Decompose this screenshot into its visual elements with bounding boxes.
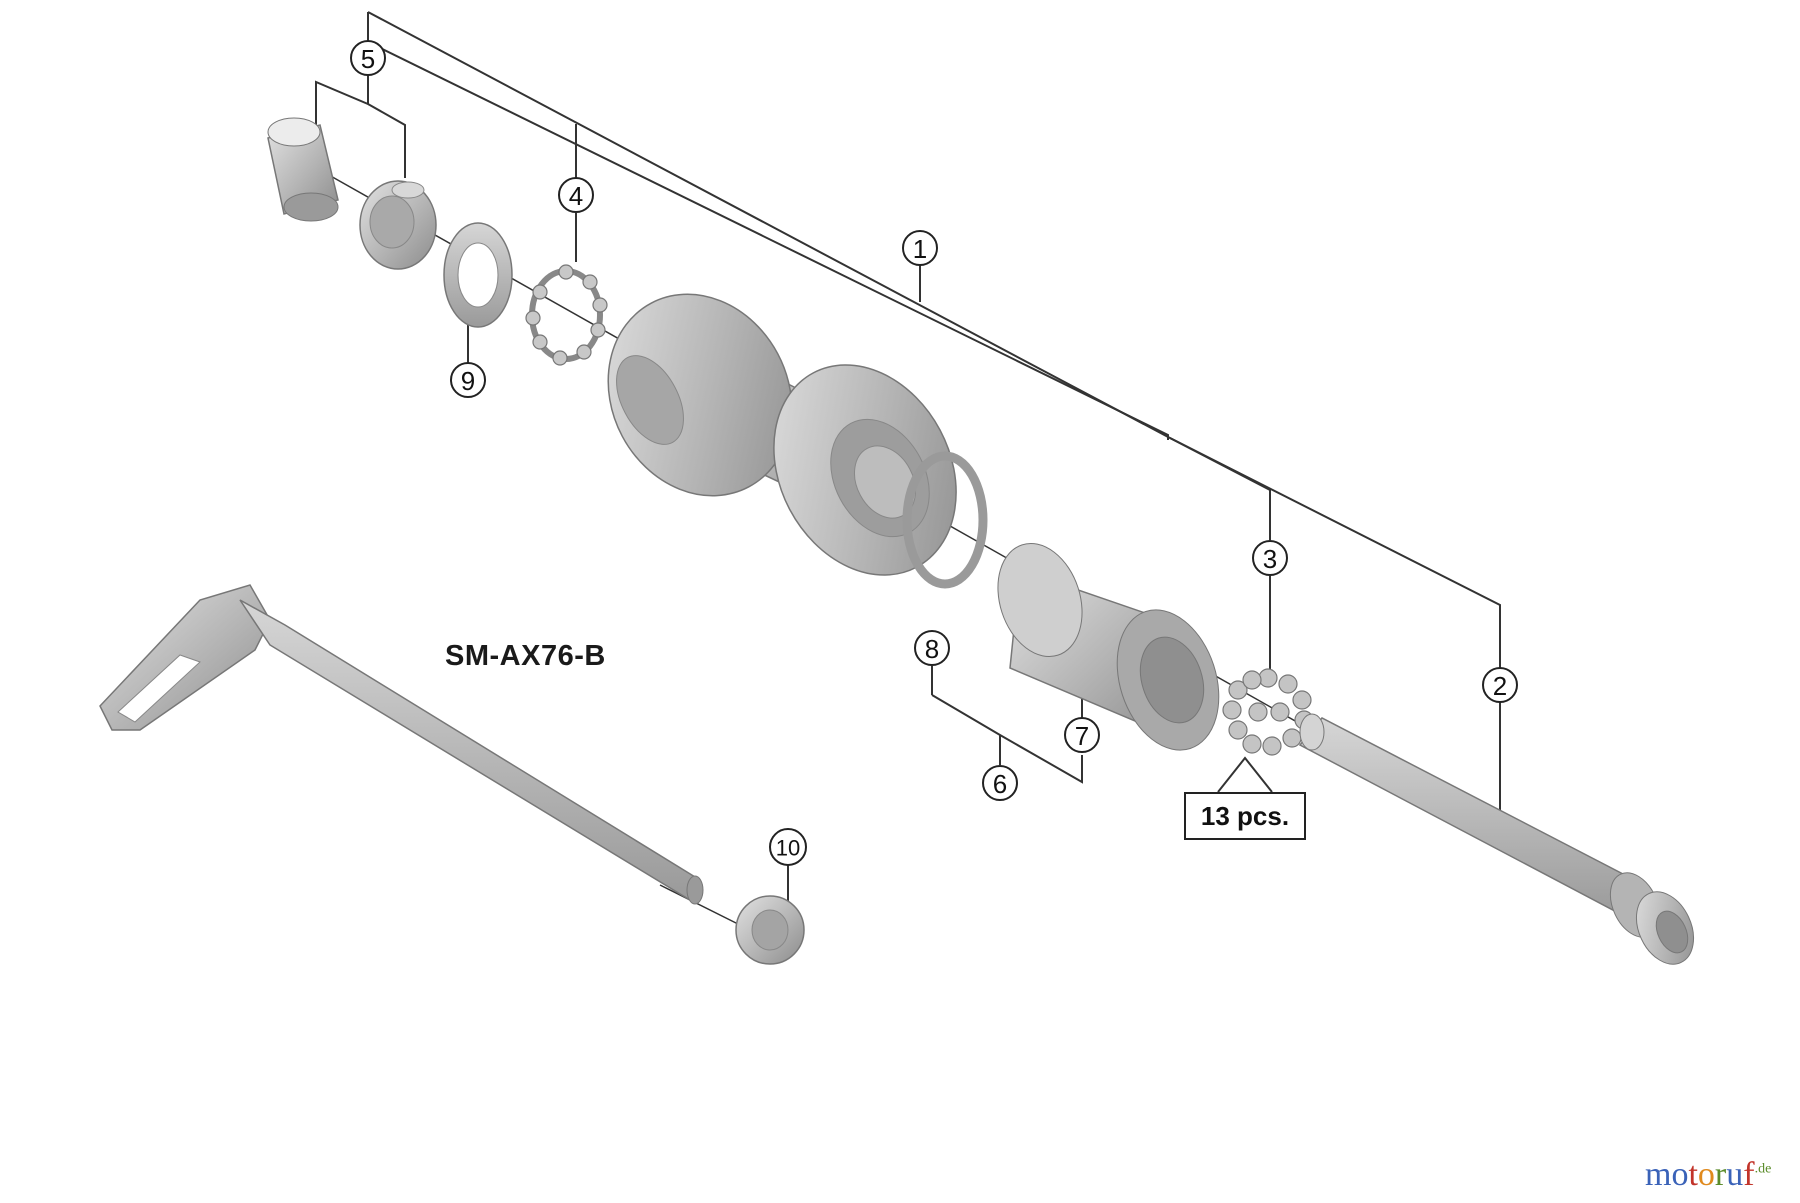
axle-nut-10 bbox=[735, 895, 805, 965]
watermark-letter-5: r bbox=[1714, 1156, 1727, 1193]
callout-5-label: 5 bbox=[361, 44, 375, 74]
watermark-letter-3: t bbox=[1688, 1156, 1698, 1193]
callout-1: 1 bbox=[902, 230, 938, 266]
watermark-letter-7: f bbox=[1743, 1156, 1755, 1193]
callout-8-label: 8 bbox=[925, 634, 939, 664]
dust-washer-9 bbox=[443, 222, 513, 328]
callout-6: 6 bbox=[982, 765, 1018, 801]
callout-8: 8 bbox=[914, 630, 950, 666]
watermark-letter-1: m bbox=[1645, 1156, 1672, 1193]
quantity-note: 13 pcs. bbox=[1184, 792, 1306, 840]
callout-9: 9 bbox=[450, 362, 486, 398]
callout-9-label: 9 bbox=[461, 366, 475, 396]
callout-6-label: 6 bbox=[993, 769, 1007, 799]
end-cap-left bbox=[267, 117, 339, 222]
callout-5: 5 bbox=[350, 40, 386, 76]
model-label: SM-AX76-B bbox=[445, 640, 606, 672]
bearing-4 bbox=[525, 264, 608, 366]
callout-10-label: 10 bbox=[776, 836, 800, 861]
thru-axle-lever bbox=[99, 584, 704, 905]
callout-4-label: 4 bbox=[569, 181, 583, 211]
watermark-letter-4: o bbox=[1697, 1156, 1715, 1193]
lock-nut bbox=[359, 180, 437, 270]
hub-axle-2 bbox=[1298, 713, 1695, 965]
callout-2: 2 bbox=[1482, 667, 1518, 703]
watermark-logo: motoruf.de bbox=[1645, 1158, 1771, 1192]
callout-2-label: 2 bbox=[1493, 671, 1507, 701]
watermark-letter-6: u bbox=[1726, 1156, 1744, 1193]
callout-7: 7 bbox=[1064, 717, 1100, 753]
hub-body bbox=[607, 293, 957, 576]
callout-3: 3 bbox=[1252, 540, 1288, 576]
watermark-letter-2: o bbox=[1671, 1156, 1689, 1193]
freehub-body-7 bbox=[997, 542, 1220, 751]
spacer-ring-8 bbox=[902, 451, 988, 589]
callout-4: 4 bbox=[558, 177, 594, 213]
ball-bearings-3 bbox=[1222, 668, 1314, 756]
watermark-suffix: .de bbox=[1754, 1161, 1772, 1177]
callout-10: 10 bbox=[769, 828, 807, 866]
callout-3-label: 3 bbox=[1263, 544, 1277, 574]
callout-1-label: 1 bbox=[913, 234, 927, 264]
callout-7-label: 7 bbox=[1075, 721, 1089, 751]
